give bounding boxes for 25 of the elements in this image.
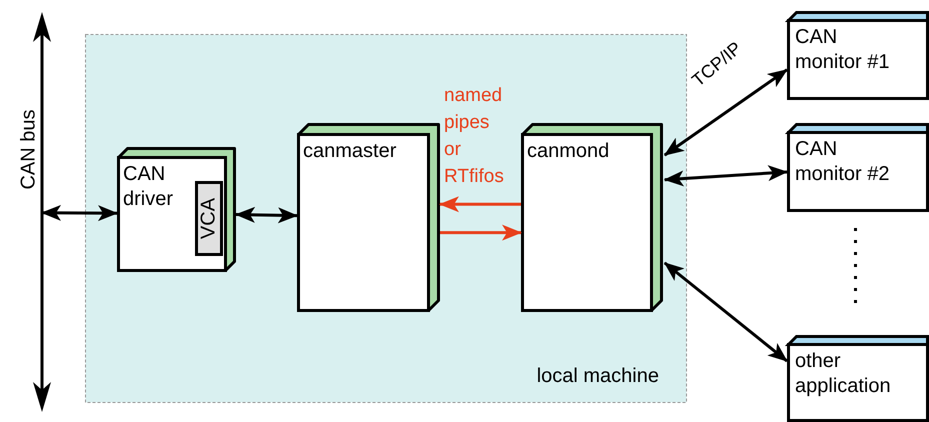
process-box <box>117 147 236 272</box>
arrow <box>664 68 788 156</box>
annotation-text: named pipes or RTfifos <box>444 84 505 189</box>
client-box <box>787 11 929 100</box>
box-label: CAN bus <box>16 108 40 192</box>
box-label: canmaster <box>303 139 398 164</box>
arrow <box>439 196 521 212</box>
process-box <box>521 123 663 312</box>
box-label: canmond <box>527 139 610 164</box>
process-box <box>297 123 440 312</box>
arrow <box>41 204 118 222</box>
machine-region <box>85 34 687 403</box>
box-label: CAN monitor #1 <box>795 25 890 75</box>
box-label: other application <box>795 349 892 399</box>
arrow <box>664 165 788 186</box>
box-label: CAN driver <box>123 162 174 212</box>
arrow <box>440 224 522 241</box>
client-box <box>787 335 929 422</box>
module-box <box>195 181 223 256</box>
arrow <box>664 262 788 362</box>
box-label: VCA <box>196 196 220 242</box>
arrow <box>235 206 298 224</box>
client-box <box>787 123 929 212</box>
box-label: CAN monitor #2 <box>795 137 890 187</box>
region-label: local machine <box>536 364 659 389</box>
